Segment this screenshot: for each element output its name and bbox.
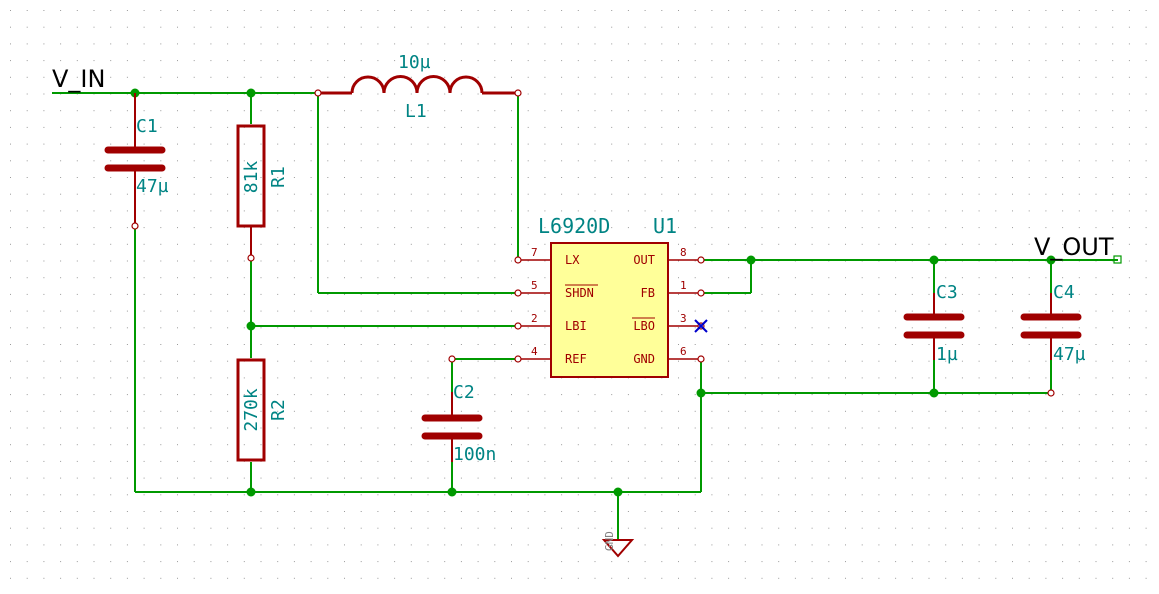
ic-ref: U1 xyxy=(653,214,677,238)
inductor-value: 10µ xyxy=(398,52,431,73)
c4-ref: C4 xyxy=(1053,282,1075,303)
pin-num-ref: 4 xyxy=(531,345,538,358)
pin-name-lbo: LBO xyxy=(633,319,655,333)
c3-value: 1µ xyxy=(936,344,958,365)
c1-value: 47µ xyxy=(136,176,169,197)
c3-ref: C3 xyxy=(936,282,958,303)
pin-num-out: 8 xyxy=(680,246,687,259)
pin-name-shdn: SHDN xyxy=(565,286,594,300)
resistor-r1: 81k R1 xyxy=(236,124,289,262)
pin-num-fb: 1 xyxy=(680,279,687,292)
pin-num-shdn: 5 xyxy=(531,279,538,292)
r2-ref: R2 xyxy=(268,399,289,421)
pin-num-gnd: 6 xyxy=(680,345,687,358)
c1-ref: C1 xyxy=(136,116,158,137)
gnd-symbol: GND xyxy=(601,531,635,558)
r1-value: 81k xyxy=(241,161,262,194)
pin-num-lx: 7 xyxy=(531,246,538,259)
net-label-vin: V_IN xyxy=(52,65,105,93)
c2-value: 100n xyxy=(453,444,496,465)
pin-num-lbi: 2 xyxy=(531,312,538,325)
capacitor-c3: C3 1µ xyxy=(903,282,965,365)
resistor-r2: 270k R2 xyxy=(236,358,289,462)
pin-name-lx: LX xyxy=(565,253,580,267)
pin-name-ref: REF xyxy=(565,352,587,366)
capacitor-c2: C2 100n xyxy=(421,355,496,465)
c4-value: 47µ xyxy=(1053,344,1086,365)
ic-u1: L6920D U1 7 5 2 4 8 1 3 6 xyxy=(514,214,705,378)
pin-name-lbi: LBI xyxy=(565,319,587,333)
capacitor-c4: C4 47µ xyxy=(1020,282,1086,397)
pin-name-gnd: GND xyxy=(633,352,655,366)
junctions xyxy=(130,88,1056,497)
inductor-l1: 10µ L1 xyxy=(314,52,522,122)
net-label-vout: V_OUT xyxy=(1034,233,1114,261)
capacitor-c1: C1 47µ xyxy=(104,93,169,230)
inductor-ref: L1 xyxy=(405,101,427,122)
vout-port xyxy=(1113,255,1122,264)
ic-part: L6920D xyxy=(538,214,610,238)
r2-value: 270k xyxy=(241,388,262,432)
no-connect-marker xyxy=(694,319,708,333)
c2-ref: C2 xyxy=(453,382,475,403)
gnd-label: GND xyxy=(603,531,616,551)
pin-name-fb: FB xyxy=(641,286,655,300)
pin-num-lbo: 3 xyxy=(680,312,687,325)
ic-body xyxy=(550,242,669,378)
r1-ref: R1 xyxy=(268,166,289,188)
pin-name-out: OUT xyxy=(633,253,655,267)
